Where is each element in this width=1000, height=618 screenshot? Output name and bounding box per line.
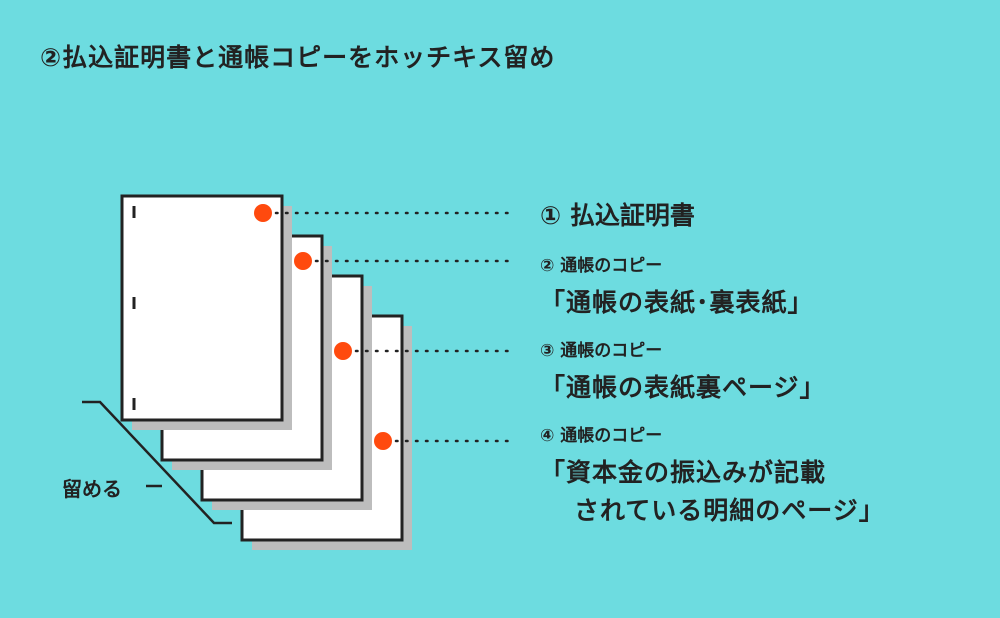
label-item-4-description-line-2: されている明細のページ」 <box>574 496 885 525</box>
staple-label: 留める <box>62 477 122 501</box>
label-item-1: ① 払込証明書 <box>540 201 695 230</box>
marker-dot-1 <box>254 204 272 222</box>
page-1 <box>120 194 292 430</box>
staple-bracket-line <box>82 400 232 525</box>
label-item-3-description: 「通帳の表紙裏ページ」 <box>540 373 826 402</box>
marker-dot-2 <box>294 252 312 270</box>
page-title: ②払込証明書と通帳コピーをホッチキス留め <box>40 43 556 72</box>
label-item-4-heading: ④ 通帳のコピー <box>540 426 663 446</box>
marker-dot-4 <box>374 432 392 450</box>
page-1-sheet <box>120 194 284 422</box>
label-item-4-description-line-1: 「資本金の振込みが記載 <box>540 458 827 487</box>
label-item-2-heading: ② 通帳のコピー <box>540 256 663 276</box>
label-item-3-heading: ③ 通帳のコピー <box>540 341 663 361</box>
label-item-2-description: 「通帳の表紙･裏表紙」 <box>540 288 814 317</box>
marker-dot-3 <box>334 342 352 360</box>
